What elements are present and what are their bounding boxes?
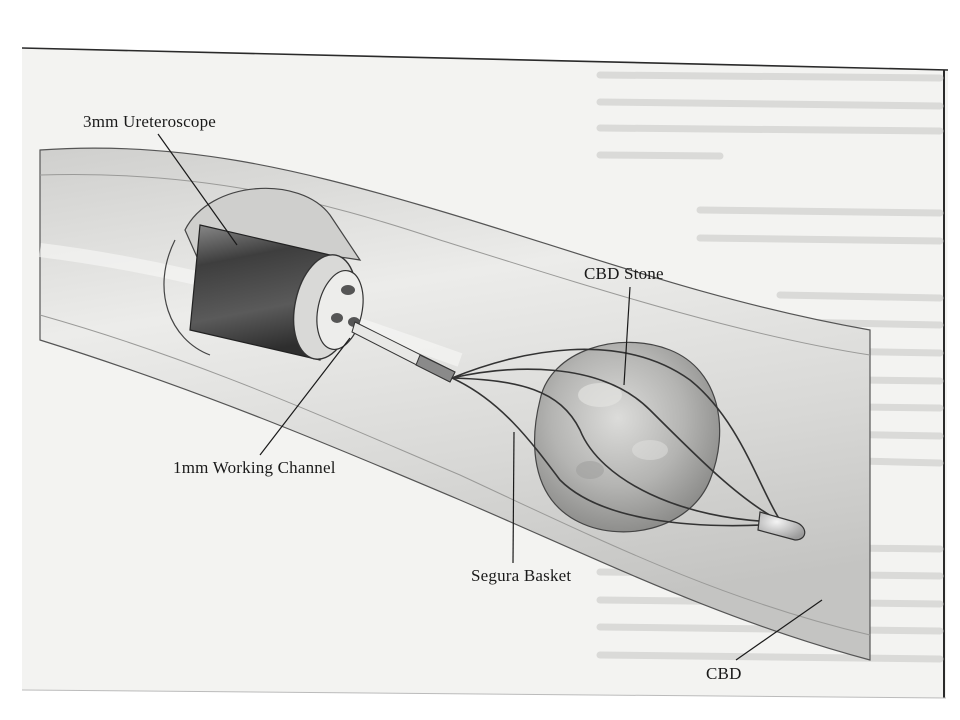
working-channel-catheter	[351, 321, 456, 383]
label-segura-basket: Segura Basket	[471, 566, 572, 585]
label-working-channel: 1mm Working Channel	[173, 458, 336, 477]
leader-duct	[735, 599, 823, 661]
ureteroscope	[189, 224, 364, 361]
leader-working-channel	[259, 337, 351, 456]
label-cbd-stone: CBD Stone	[584, 264, 664, 283]
leader-stone	[623, 286, 631, 386]
leader-basket	[512, 431, 515, 564]
label-cbd: CBD	[706, 664, 742, 683]
scope-channel-2	[331, 313, 343, 323]
leader-ureteroscope	[157, 133, 238, 246]
label-ureteroscope: 3mm Ureteroscope	[83, 112, 217, 131]
leader-lines	[157, 133, 823, 661]
segura-basket	[451, 348, 781, 527]
cbd-stone	[534, 341, 721, 533]
basket-tip	[757, 511, 806, 541]
scope-channel-1	[341, 285, 355, 295]
